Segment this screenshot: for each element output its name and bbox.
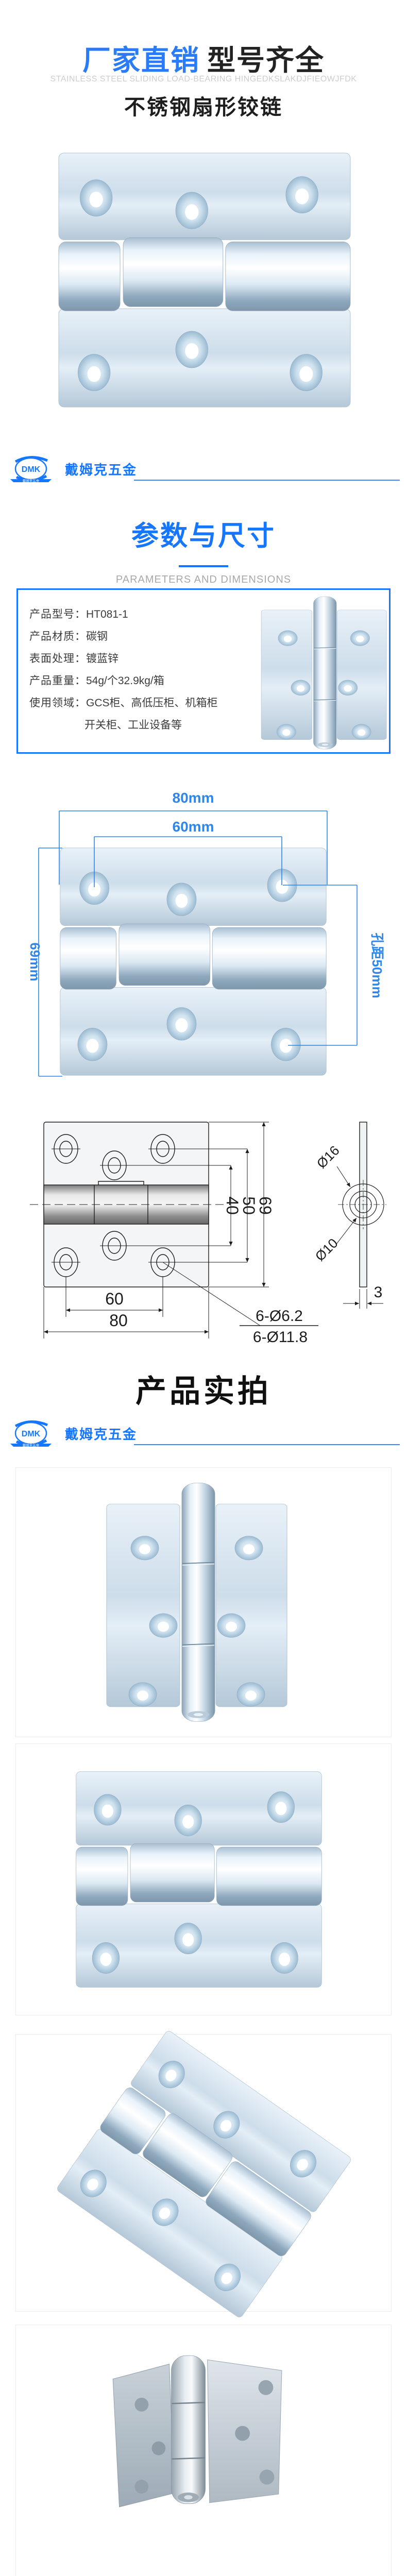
gallery-photo-1-hinge xyxy=(106,1482,288,1722)
dim-label-60mm: 60mm xyxy=(173,819,214,835)
param-row-finish: 表面处理：镀蓝锌 xyxy=(29,653,118,665)
cad-dim-69: 69 xyxy=(256,1196,275,1215)
cad-holes-large: 6-Ø11.8 xyxy=(253,1329,308,1346)
dim-label-69mm: 69mm xyxy=(27,942,43,981)
params-hinge-photo xyxy=(261,596,387,750)
gallery-photo-2 xyxy=(15,1743,392,2015)
brand-logo-caption: 戴姆克五金 xyxy=(23,1443,40,1448)
dimension-figure: 80mm 60mm 69mm 孔距50mm xyxy=(27,790,384,1077)
gallery-photo-4-hinge xyxy=(112,2354,283,2508)
cad-dim-60: 60 xyxy=(105,1290,124,1308)
gallery-photo-1 xyxy=(15,1467,392,1737)
cad-drawing: 40 50 69 60 80 6-Ø6.2 6-Ø11.8 Ø16 Ø10 3 xyxy=(30,1122,386,1346)
cad-thickness: 3 xyxy=(374,1284,383,1301)
brand-rule-line xyxy=(134,1444,400,1445)
param-row-model: 产品型号：HT081-1 xyxy=(29,608,128,620)
cad-knuckle-dia: Ø16 xyxy=(314,1143,343,1172)
brand-logo-icon: DMK 戴姆克五金 xyxy=(7,1420,57,1450)
gallery-photo-3 xyxy=(15,2029,392,2319)
brand-logo-abbr: DMK xyxy=(22,1430,41,1438)
param-row-weight: 产品重量：54g/个32.9kg/箱 xyxy=(29,675,164,687)
cad-holes-small: 6-Ø6.2 xyxy=(256,1308,303,1325)
brand-name: 戴姆克五金 xyxy=(65,462,138,478)
brand-name: 戴姆克五金 xyxy=(65,1427,138,1442)
cad-dim-50: 50 xyxy=(240,1196,258,1215)
dim-label-80mm: 80mm xyxy=(173,790,214,806)
dim-label-hole-pitch: 孔距50mm xyxy=(369,933,384,998)
brand-logo-caption: 戴姆克五金 xyxy=(23,479,40,483)
cad-dim-80: 80 xyxy=(109,1311,128,1330)
brand-rule-line xyxy=(134,480,400,481)
brand-logo-abbr: DMK xyxy=(22,465,41,474)
brand-bar: DMK 戴姆克五金 戴姆克五金 xyxy=(7,455,400,485)
cad-dim-40: 40 xyxy=(223,1196,242,1215)
param-row-usage-cont: 开关柜、工业设备等 xyxy=(84,719,182,731)
page-title-rest: 型号齐全 xyxy=(207,44,325,76)
page-subtitle-cn: 不锈钢扇形铰链 xyxy=(124,95,283,119)
params-section-subtitle: PARAMETERS AND DIMENSIONS xyxy=(115,574,292,585)
gallery-photo-3-hinge xyxy=(56,2029,352,2319)
gallery-title: 产品实拍 xyxy=(135,1374,272,1409)
param-row-material: 产品材质：碳钢 xyxy=(29,631,108,642)
param-row-usage: 使用领域：GCS柜、高低压柜、机箱柜 xyxy=(29,697,218,709)
gallery-photo-4 xyxy=(15,2325,392,2576)
brand-logo-icon: DMK 戴姆克五金 xyxy=(7,455,57,485)
brand-bar: DMK 戴姆克五金 戴姆克五金 xyxy=(7,1420,400,1450)
page-subtitle-en: STAINLESS STEEL SLIDING LOAD-BEARING HIN… xyxy=(50,75,357,83)
params-section-title: 参数与尺寸 xyxy=(131,521,276,551)
page-title-highlight: 厂家直销 xyxy=(82,44,200,76)
gallery-photo-2-hinge xyxy=(76,1771,322,1988)
params-box: 产品型号：HT081-1 产品材质：碳钢 表面处理：镀蓝锌 产品重量：54g/个… xyxy=(16,588,391,754)
page-title: 厂家直销型号齐全 xyxy=(0,37,407,78)
cad-pin-dia: Ø10 xyxy=(312,1235,341,1264)
params-rows: 产品型号：HT081-1 产品材质：碳钢 表面处理：镀蓝锌 产品重量：54g/个… xyxy=(29,603,218,736)
params-title-underline xyxy=(179,565,228,567)
hero-hinge-photo xyxy=(58,152,351,408)
